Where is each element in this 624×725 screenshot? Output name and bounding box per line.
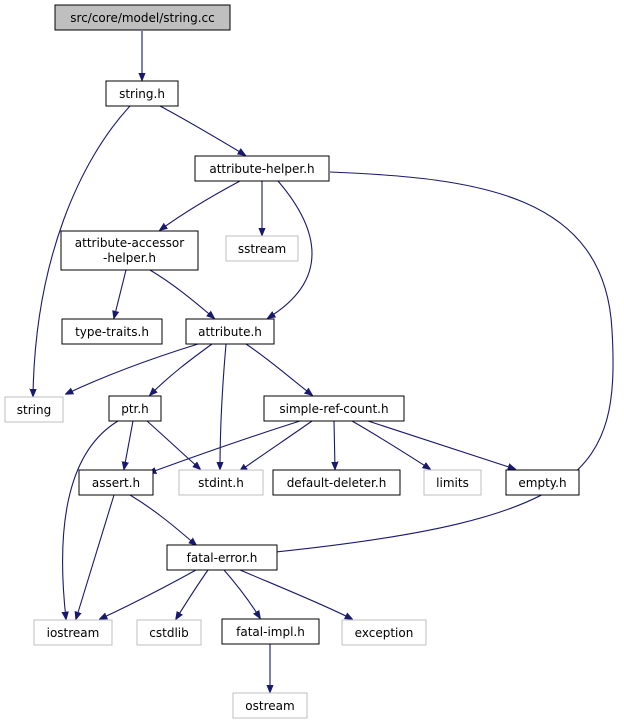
node-string[interactable]: string [4, 396, 64, 423]
node-iostream[interactable]: iostream [33, 619, 113, 646]
node-stdint-h-label: stdint.h [198, 476, 244, 490]
edge-string-h-to-string [33, 105, 131, 396]
node-iostream-box [33, 619, 113, 646]
node-cstdlib-box [136, 619, 202, 646]
node-ptr-h[interactable]: ptr.h [108, 395, 162, 422]
node-default-deleter-h-label: default-deleter.h [287, 476, 387, 490]
edge-ptr-h-to-assert-h [124, 420, 134, 469]
node-attribute-accessor-helper-h-box [60, 230, 199, 271]
node-cstdlib-label: cstdlib [149, 626, 188, 640]
edge-attribute-h-to-simple-ref-count-h [245, 343, 312, 395]
node-exception[interactable]: exception [341, 619, 427, 646]
edge-fatal-error-h-to-iostream [100, 569, 197, 619]
node-type-traits-h-box [61, 318, 163, 345]
node-sstream[interactable]: sstream [225, 235, 299, 262]
edge-fatal-error-h-to-exception [239, 569, 352, 619]
node-string-h-box [105, 80, 179, 107]
node-sstream-box [225, 235, 299, 262]
edge-string-h-to-attribute-helper-h [159, 105, 245, 155]
node-root[interactable]: src/core/model/string.cc [54, 4, 231, 31]
edge-accessor-to-attribute-h [149, 269, 214, 318]
node-attribute-helper-h[interactable]: attribute-helper.h [194, 155, 330, 182]
edge-assert-h-to-fatal-error-h [129, 494, 196, 545]
node-attribute-accessor-helper-h[interactable]: attribute-accessor -helper.h [60, 230, 199, 271]
node-empty-h-box [505, 469, 580, 496]
node-exception-box [341, 619, 427, 646]
node-attribute-accessor-helper-h-label-line2: -helper.h [103, 251, 156, 265]
node-type-traits-h-label: type-traits.h [75, 325, 149, 339]
edge-attribute-helper-h-to-attribute-h [268, 180, 313, 318]
edge-simple-ref-count-h-to-assert-h [149, 420, 301, 473]
node-root-label: src/core/model/string.cc [70, 11, 214, 25]
node-limits[interactable]: limits [423, 469, 482, 496]
node-empty-h-label: empty.h [518, 476, 566, 490]
node-attribute-accessor-helper-h-label-line1: attribute-accessor [75, 236, 184, 250]
node-stdint-h[interactable]: stdint.h [178, 469, 264, 496]
node-iostream-label: iostream [47, 626, 100, 640]
node-fatal-impl-h-box [221, 618, 320, 645]
edge-simple-ref-count-h-to-limits [351, 420, 430, 469]
node-assert-h-box [78, 469, 154, 496]
edge-attribute-helper-h-to-fatal-error-h [266, 171, 614, 553]
node-limits-box [423, 469, 482, 496]
node-fatal-error-h-label: fatal-error.h [187, 551, 258, 565]
edge-assert-h-to-iostream [76, 494, 115, 619]
node-root-box [54, 4, 231, 31]
node-ostream[interactable]: ostream [232, 692, 308, 719]
node-attribute-h[interactable]: attribute.h [185, 318, 275, 345]
node-default-deleter-h-box [272, 469, 401, 496]
node-attribute-h-box [185, 318, 275, 345]
edge-simple-ref-count-h-to-stdint-h [240, 420, 313, 471]
node-default-deleter-h[interactable]: default-deleter.h [272, 469, 401, 496]
edge-simple-ref-count-h-to-default-deleter-h [334, 420, 335, 469]
node-fatal-impl-h[interactable]: fatal-impl.h [221, 618, 320, 645]
node-fatal-error-h-box [166, 544, 278, 571]
node-ptr-h-box [108, 395, 162, 422]
edges [33, 31, 614, 692]
node-string-box [4, 396, 64, 423]
node-stdint-h-box [178, 469, 264, 496]
node-string-label: string [17, 403, 51, 417]
node-simple-ref-count-h[interactable]: simple-ref-count.h [263, 395, 405, 422]
node-ostream-label: ostream [245, 699, 294, 713]
node-simple-ref-count-h-box [263, 395, 405, 422]
edge-fatal-error-h-to-cstdlib [176, 569, 209, 619]
node-cstdlib[interactable]: cstdlib [136, 619, 202, 646]
node-ptr-h-label: ptr.h [121, 402, 149, 416]
node-string-h[interactable]: string.h [105, 80, 179, 107]
node-ostream-box [232, 692, 308, 719]
nodes: src/core/model/string.cc string.h attrib… [4, 4, 580, 719]
edge-attribute-h-to-string [66, 343, 199, 394]
edge-accessor-to-type-traits-h [114, 269, 127, 318]
node-string-h-label: string.h [119, 87, 165, 101]
node-empty-h[interactable]: empty.h [505, 469, 580, 496]
node-type-traits-h[interactable]: type-traits.h [61, 318, 163, 345]
edge-fatal-error-h-to-fatal-impl-h [223, 569, 260, 618]
node-assert-h[interactable]: assert.h [78, 469, 154, 496]
edge-ptr-h-to-stdint-h [146, 420, 200, 469]
node-assert-h-label: assert.h [92, 476, 140, 490]
edge-attribute-h-to-ptr-h [150, 343, 213, 395]
node-attribute-helper-h-label: attribute-helper.h [209, 162, 314, 176]
node-simple-ref-count-h-label: simple-ref-count.h [279, 402, 388, 416]
node-limits-label: limits [436, 476, 469, 490]
edge-attribute-h-to-stdint-h [220, 343, 227, 469]
edge-ptr-h-to-iostream [63, 420, 119, 619]
node-attribute-h-label: attribute.h [198, 325, 262, 339]
node-sstream-label: sstream [238, 242, 286, 256]
node-fatal-impl-h-label: fatal-impl.h [236, 625, 305, 639]
node-exception-label: exception [355, 626, 414, 640]
node-attribute-helper-h-box [194, 155, 330, 182]
node-fatal-error-h[interactable]: fatal-error.h [166, 544, 278, 571]
edge-simple-ref-count-h-to-empty-h [367, 420, 515, 469]
edge-attribute-helper-h-to-accessor [160, 180, 241, 230]
